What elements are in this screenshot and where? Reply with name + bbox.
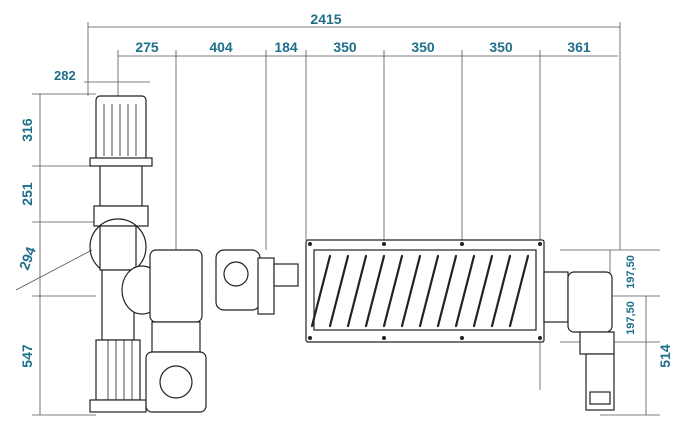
dim-overall: 2415 [310, 11, 341, 27]
trough-bolt [460, 336, 464, 340]
screw-paddle [310, 254, 332, 328]
screw-paddle [328, 254, 350, 328]
dim-top-6: 350 [489, 39, 513, 55]
machine-outline [89, 95, 615, 413]
dim-top-1: 275 [135, 39, 159, 55]
screw-paddle [454, 254, 476, 328]
trough-bolt [538, 242, 542, 246]
screw-paddle [400, 254, 422, 328]
dim-left-3: 294 [16, 244, 39, 272]
trough-bolt [308, 242, 312, 246]
screw-paddle [490, 254, 512, 328]
screw-paddle [508, 254, 530, 328]
dim-right-small-1: 197,50 [625, 255, 637, 289]
dim-top-7: 361 [567, 39, 591, 55]
dim-left-4: 547 [19, 344, 35, 368]
screw-paddle [346, 254, 368, 328]
dim-left-1: 316 [19, 118, 35, 142]
screw-paddle [418, 254, 440, 328]
motor-fins [103, 104, 137, 400]
screw-paddle [436, 254, 458, 328]
trough-bolt [382, 336, 386, 340]
trough-bolt [460, 242, 464, 246]
dim-top-4: 350 [333, 39, 357, 55]
dim-right-small-2: 197,50 [625, 301, 637, 335]
trough-bolt [382, 242, 386, 246]
trough-bolts [308, 242, 542, 340]
screw-paddle [382, 254, 404, 328]
dimension-lines [15, 22, 660, 416]
screw-paddle [364, 254, 386, 328]
dim-right-big: 514 [657, 344, 673, 368]
trough-bolt [538, 336, 542, 340]
dim-top-5: 350 [411, 39, 435, 55]
dimension-texts: 2415 282 275 404 184 350 350 350 361 316… [16, 11, 673, 368]
dim-motor-width: 282 [54, 68, 76, 83]
dim-top-3: 184 [274, 39, 298, 55]
dim-top-2: 404 [209, 39, 233, 55]
screw-paddle [472, 254, 494, 328]
dim-left-2: 251 [19, 182, 35, 206]
trough-bolt [308, 336, 312, 340]
screw-paddles [310, 254, 530, 328]
